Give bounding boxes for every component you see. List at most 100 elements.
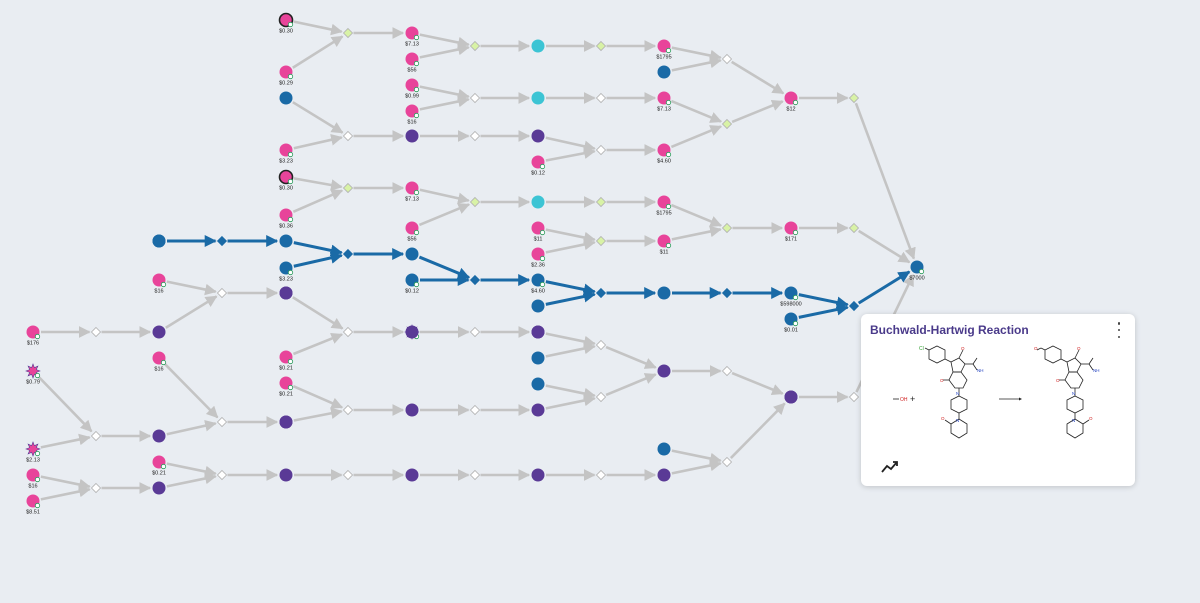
reaction-node[interactable]: [848, 391, 860, 403]
reaction-node[interactable]: [721, 456, 733, 468]
molecule-node-star[interactable]: $2.13: [25, 441, 41, 464]
feasible-reaction-node[interactable]: [469, 40, 481, 52]
molecule-node-pink[interactable]: $1795: [656, 39, 672, 61]
feasible-reaction-node[interactable]: [848, 222, 860, 234]
molecule-node-pink-ring[interactable]: $0.30: [278, 12, 294, 35]
route-reaction-node[interactable]: [848, 300, 860, 312]
molecule-node-pink[interactable]: $3.23: [279, 143, 294, 165]
molecule-node-purple[interactable]: [405, 325, 419, 339]
molecule-node-blue[interactable]: [152, 234, 166, 248]
molecule-node-purple[interactable]: [152, 325, 166, 339]
reaction-node[interactable]: [342, 469, 354, 481]
molecule-node-purple[interactable]: [279, 286, 293, 300]
molecule-node-purple[interactable]: [152, 481, 166, 495]
molecule-node-star[interactable]: $0.79: [25, 363, 41, 386]
molecule-node-blue[interactable]: $0.01: [784, 312, 799, 334]
reaction-node[interactable]: [342, 404, 354, 416]
reaction-node[interactable]: [469, 469, 481, 481]
molecule-node-purple[interactable]: [405, 129, 419, 143]
molecule-node-purple[interactable]: [784, 390, 798, 404]
molecule-node-pink[interactable]: $0.21: [279, 350, 294, 372]
molecule-node-pink[interactable]: $16: [405, 104, 420, 126]
molecule-node-pink[interactable]: $0.36: [279, 208, 294, 230]
feasible-reaction-node[interactable]: [721, 118, 733, 130]
feasible-reaction-node[interactable]: [595, 235, 607, 247]
molecule-node-pink-ring[interactable]: $0.30: [278, 169, 294, 192]
molecule-node-pink[interactable]: $2.36: [531, 247, 546, 269]
molecule-node-pink[interactable]: $0.99: [405, 78, 420, 100]
molecule-node-pink[interactable]: $8.51: [26, 494, 41, 516]
molecule-node-purple[interactable]: [279, 468, 293, 482]
molecule-node-pink[interactable]: $4.60: [657, 143, 672, 165]
molecule-node-pink[interactable]: $7.13: [405, 26, 420, 48]
molecule-node-purple[interactable]: [405, 403, 419, 417]
reaction-node[interactable]: [216, 416, 228, 428]
molecule-node-blue[interactable]: [531, 299, 545, 313]
molecule-node-cyan[interactable]: [531, 91, 545, 105]
reaction-node[interactable]: [90, 430, 102, 442]
reaction-node[interactable]: [469, 130, 481, 142]
molecule-node-purple[interactable]: [531, 403, 545, 417]
route-reaction-node[interactable]: [216, 235, 228, 247]
molecule-node-pink[interactable]: $176: [26, 325, 41, 347]
molecule-node-blue[interactable]: [657, 286, 671, 300]
molecule-node-purple[interactable]: [152, 429, 166, 443]
reaction-node[interactable]: [721, 53, 733, 65]
feasible-reaction-node[interactable]: [721, 222, 733, 234]
feasible-reaction-node[interactable]: [848, 92, 860, 104]
feasible-reaction-node[interactable]: [342, 27, 354, 39]
reaction-node[interactable]: [216, 469, 228, 481]
molecule-node-pink[interactable]: $56: [405, 221, 420, 243]
reaction-node[interactable]: [469, 404, 481, 416]
molecule-node-purple[interactable]: [531, 468, 545, 482]
feasible-reaction-node[interactable]: [595, 40, 607, 52]
feasible-reaction-node[interactable]: [469, 196, 481, 208]
molecule-node-pink[interactable]: $16: [26, 468, 41, 490]
reaction-node[interactable]: [342, 326, 354, 338]
route-reaction-node[interactable]: [721, 287, 733, 299]
molecule-node-pink[interactable]: $171: [784, 221, 799, 243]
molecule-node-blue[interactable]: $4.60: [531, 273, 546, 295]
molecule-node-cyan[interactable]: [531, 195, 545, 209]
molecule-node-cyan[interactable]: [531, 39, 545, 53]
route-reaction-node[interactable]: [342, 248, 354, 260]
molecule-node-pink[interactable]: $0.21: [279, 376, 294, 398]
route-reaction-node[interactable]: [469, 274, 481, 286]
molecule-node-pink[interactable]: $56: [405, 52, 420, 74]
reaction-node[interactable]: [216, 287, 228, 299]
molecule-node-purple[interactable]: [657, 468, 671, 482]
molecule-node-pink[interactable]: $16: [152, 273, 167, 295]
reaction-node[interactable]: [595, 339, 607, 351]
feasible-reaction-node[interactable]: [342, 182, 354, 194]
more-vert-icon[interactable]: [1113, 322, 1125, 338]
reaction-detail-card[interactable]: Buchwald-Hartwig Reaction OH +: [861, 314, 1135, 486]
reaction-node[interactable]: [595, 144, 607, 156]
molecule-node-blue[interactable]: $3.23: [279, 261, 294, 283]
molecule-node-pink[interactable]: $16: [152, 351, 167, 373]
molecule-node-blue[interactable]: $7000: [909, 260, 925, 282]
molecule-node-pink[interactable]: $0.21: [152, 455, 167, 477]
molecule-node-pink[interactable]: $1795: [656, 195, 672, 217]
reaction-node[interactable]: [469, 92, 481, 104]
molecule-node-blue[interactable]: [405, 247, 419, 261]
reaction-node[interactable]: [469, 326, 481, 338]
reaction-node[interactable]: [595, 92, 607, 104]
reaction-node[interactable]: [721, 365, 733, 377]
feasible-reaction-node[interactable]: [595, 196, 607, 208]
molecule-node-purple[interactable]: [531, 129, 545, 143]
molecule-node-purple[interactable]: [279, 415, 293, 429]
molecule-node-blue[interactable]: [279, 234, 293, 248]
reaction-node[interactable]: [595, 469, 607, 481]
molecule-node-blue[interactable]: $0.12: [405, 273, 420, 295]
trending-icon[interactable]: [881, 460, 899, 474]
reaction-node[interactable]: [90, 326, 102, 338]
molecule-node-pink[interactable]: $11: [657, 234, 672, 256]
molecule-node-pink[interactable]: $12: [784, 91, 799, 113]
reaction-node[interactable]: [342, 130, 354, 142]
molecule-node-blue[interactable]: [657, 442, 671, 456]
molecule-node-blue[interactable]: [657, 65, 671, 79]
molecule-node-purple[interactable]: [405, 468, 419, 482]
molecule-node-blue[interactable]: [279, 91, 293, 105]
molecule-node-purple[interactable]: [657, 364, 671, 378]
molecule-node-blue[interactable]: $598000: [780, 286, 802, 308]
